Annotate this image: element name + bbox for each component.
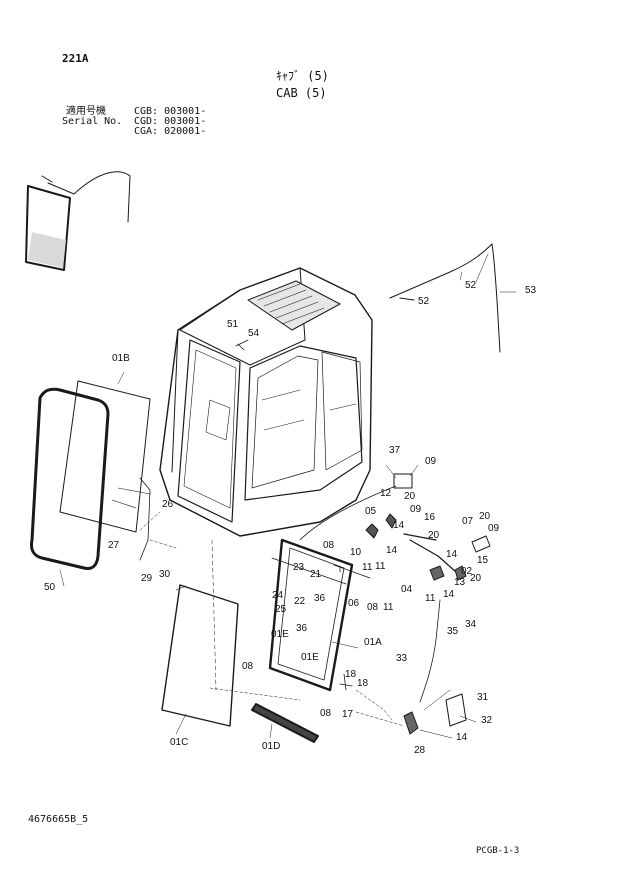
document-number: 4676665B_5 xyxy=(28,814,89,825)
callout-18: 18 xyxy=(357,678,369,689)
callout-24: 24 xyxy=(272,590,284,601)
callout-11: 11 xyxy=(383,602,394,613)
glass-seal-52-53 xyxy=(389,243,501,353)
callout-20: 20 xyxy=(470,573,482,584)
callout-20: 20 xyxy=(479,511,491,522)
callout-11: 11 xyxy=(362,562,373,573)
seal-50 xyxy=(30,387,110,570)
callout-26: 26 xyxy=(162,499,174,510)
callout-30: 30 xyxy=(159,569,171,580)
callout-54: 54 xyxy=(248,328,260,339)
serial-cga: CGA: 020001- xyxy=(134,126,207,137)
applicable-label-jp: 適用号機 xyxy=(66,106,106,117)
callout-11: 11 xyxy=(375,561,386,572)
callout-05: 05 xyxy=(365,506,377,517)
callout-14: 14 xyxy=(443,589,455,600)
callout-28: 28 xyxy=(414,745,426,756)
callout-17: 17 xyxy=(342,709,354,720)
callout-36: 36 xyxy=(296,623,308,634)
callout-10: 10 xyxy=(350,547,362,558)
callout-08: 08 xyxy=(323,540,335,551)
leader-lines xyxy=(59,253,517,739)
serial-cgd: CGD: 003001- xyxy=(134,116,207,127)
callout-14: 14 xyxy=(446,549,458,560)
callout-36: 36 xyxy=(314,593,326,604)
callout-25: 25 xyxy=(275,604,287,615)
title-english: CAB (5) xyxy=(276,86,327,100)
callout-27: 27 xyxy=(108,540,120,551)
callout-01d: 01D xyxy=(262,741,281,752)
cab-frame xyxy=(159,267,373,537)
callout-12: 12 xyxy=(380,488,392,499)
callout-09: 09 xyxy=(410,504,422,515)
title-japanese: ｷｬﾌﾞ (5) xyxy=(276,69,329,83)
callout-04: 04 xyxy=(401,584,413,595)
callout-14: 14 xyxy=(393,520,405,531)
front-glass-01b xyxy=(59,380,151,533)
callout-51: 51 xyxy=(227,319,239,330)
callout-07: 07 xyxy=(462,516,474,527)
strip-01d xyxy=(251,703,319,743)
lower-glass-01c xyxy=(161,584,239,727)
serial-label: Serial No. xyxy=(62,116,123,127)
callout-22: 22 xyxy=(294,596,306,607)
callout-31: 31 xyxy=(477,692,489,703)
callout-08: 08 xyxy=(242,661,254,672)
rear-window-part xyxy=(25,171,131,271)
serial-cgb: CGB: 003001- xyxy=(134,106,207,117)
callout-33: 33 xyxy=(396,653,408,664)
callout-11: 11 xyxy=(425,593,436,604)
callout-21: 21 xyxy=(310,569,322,580)
callout-50: 50 xyxy=(44,582,56,593)
callout-06: 06 xyxy=(348,598,360,609)
callout-14: 14 xyxy=(456,732,468,743)
callout-52: 52 xyxy=(465,280,477,291)
callout-18: 18 xyxy=(345,669,357,680)
callout-01c: 01C xyxy=(170,737,189,748)
callout-01a: 01A xyxy=(364,637,382,648)
callout-13: 13 xyxy=(454,577,466,588)
callout-20: 20 xyxy=(428,530,440,541)
callout-01e: 01E xyxy=(301,652,319,663)
callout-09: 09 xyxy=(425,456,437,467)
callout-01e: 01E xyxy=(271,629,289,640)
callout-34: 34 xyxy=(465,619,477,630)
page-code: 221A xyxy=(62,52,89,65)
page-reference: PCGB-1-3 xyxy=(476,846,520,856)
callout-52: 52 xyxy=(418,296,430,307)
callout-37: 37 xyxy=(389,445,401,456)
callout-02: 02 xyxy=(461,566,473,577)
callout-08: 08 xyxy=(367,602,379,613)
callout-20: 20 xyxy=(404,491,416,502)
door-frame-01a xyxy=(268,538,354,692)
callout-09: 09 xyxy=(488,523,500,534)
callout-29: 29 xyxy=(141,573,153,584)
callout-35: 35 xyxy=(447,626,459,637)
callout-32: 32 xyxy=(481,715,493,726)
door-hardware xyxy=(139,473,491,735)
callout-16: 16 xyxy=(424,512,436,523)
callout-23: 23 xyxy=(293,562,305,573)
callout-14: 14 xyxy=(386,545,398,556)
callout-15: 15 xyxy=(477,555,489,566)
callout-01b: 01B xyxy=(112,353,130,364)
callout-08: 08 xyxy=(320,708,332,719)
callout-53: 53 xyxy=(525,285,537,296)
